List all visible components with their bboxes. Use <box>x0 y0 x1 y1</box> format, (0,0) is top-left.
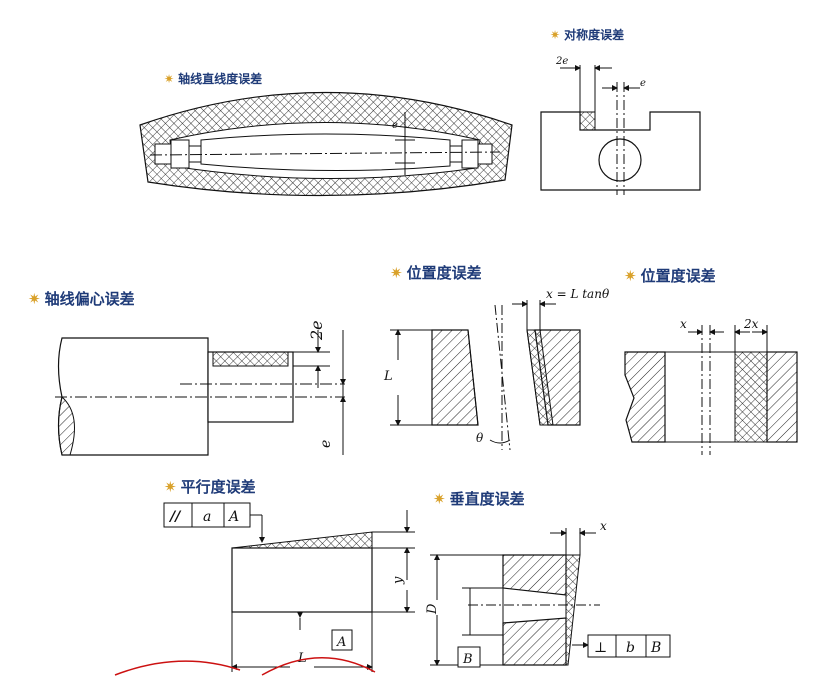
position-theta-label: θ <box>476 431 484 445</box>
symmetry-2e-label: 2e <box>555 56 568 67</box>
straightness-diagram: e <box>139 91 513 197</box>
red-annotation <box>114 657 376 676</box>
parallelism-datum-ref: A <box>227 509 239 525</box>
eccentricity-diagram: 2e e <box>55 320 346 456</box>
eccentricity-title: ✷轴线偏心误差 <box>28 290 135 308</box>
position-L-label: L <box>383 369 393 384</box>
perpendicularity-title: ✷垂直度误差 <box>433 490 525 508</box>
perpendicularity-D-label: D <box>425 603 440 615</box>
straightness-e-label: e <box>392 120 398 131</box>
perpendicularity-datum: B <box>462 652 473 667</box>
eccentricity-2e-label: 2e <box>307 320 326 341</box>
parallelism-L-label: L <box>297 651 307 666</box>
parallelism-symbol: // <box>168 509 182 525</box>
position-diagram-2: x 2x <box>624 317 798 455</box>
position1-title: ✷位置度误差 <box>390 264 482 282</box>
star-icon: ✷ <box>28 290 41 308</box>
perpendicularity-diagram: x D B ⊥ b B <box>425 519 671 668</box>
star-icon: ✷ <box>624 267 637 285</box>
straightness-title: ✷轴线直线度误差 <box>164 72 263 86</box>
perpendicularity-x-label: x <box>600 519 607 533</box>
star-icon: ✷ <box>433 490 446 508</box>
star-icon: ✷ <box>164 72 175 86</box>
perpendicularity-symbol: ⊥ <box>594 640 607 656</box>
position2-2x-label: 2x <box>743 317 759 331</box>
position2-x-label: x <box>680 317 687 331</box>
star-icon: ✷ <box>390 264 403 282</box>
parallelism-datum: A <box>336 635 346 650</box>
position-formula: x = L tanθ <box>546 287 610 301</box>
parallelism-y-label: y <box>391 576 406 585</box>
parallelism-diagram: // a A A L y <box>163 502 415 672</box>
star-icon: ✷ <box>550 28 561 42</box>
perpendicularity-tolerance: b <box>626 640 635 656</box>
eccentricity-e-label: e <box>318 440 334 448</box>
perpendicularity-datum-ref: B <box>650 640 661 656</box>
parallelism-title: ✷平行度误差 <box>164 478 256 496</box>
symmetry-diagram: 2e e <box>540 56 701 195</box>
symmetry-e-label: e <box>640 78 646 89</box>
symmetry-title: ✷对称度误差 <box>550 28 625 42</box>
position2-title: ✷位置度误差 <box>624 267 716 285</box>
star-icon: ✷ <box>164 478 177 496</box>
parallelism-tolerance: a <box>203 509 211 525</box>
position-diagram-1: x = L tanθ L θ <box>383 287 610 451</box>
